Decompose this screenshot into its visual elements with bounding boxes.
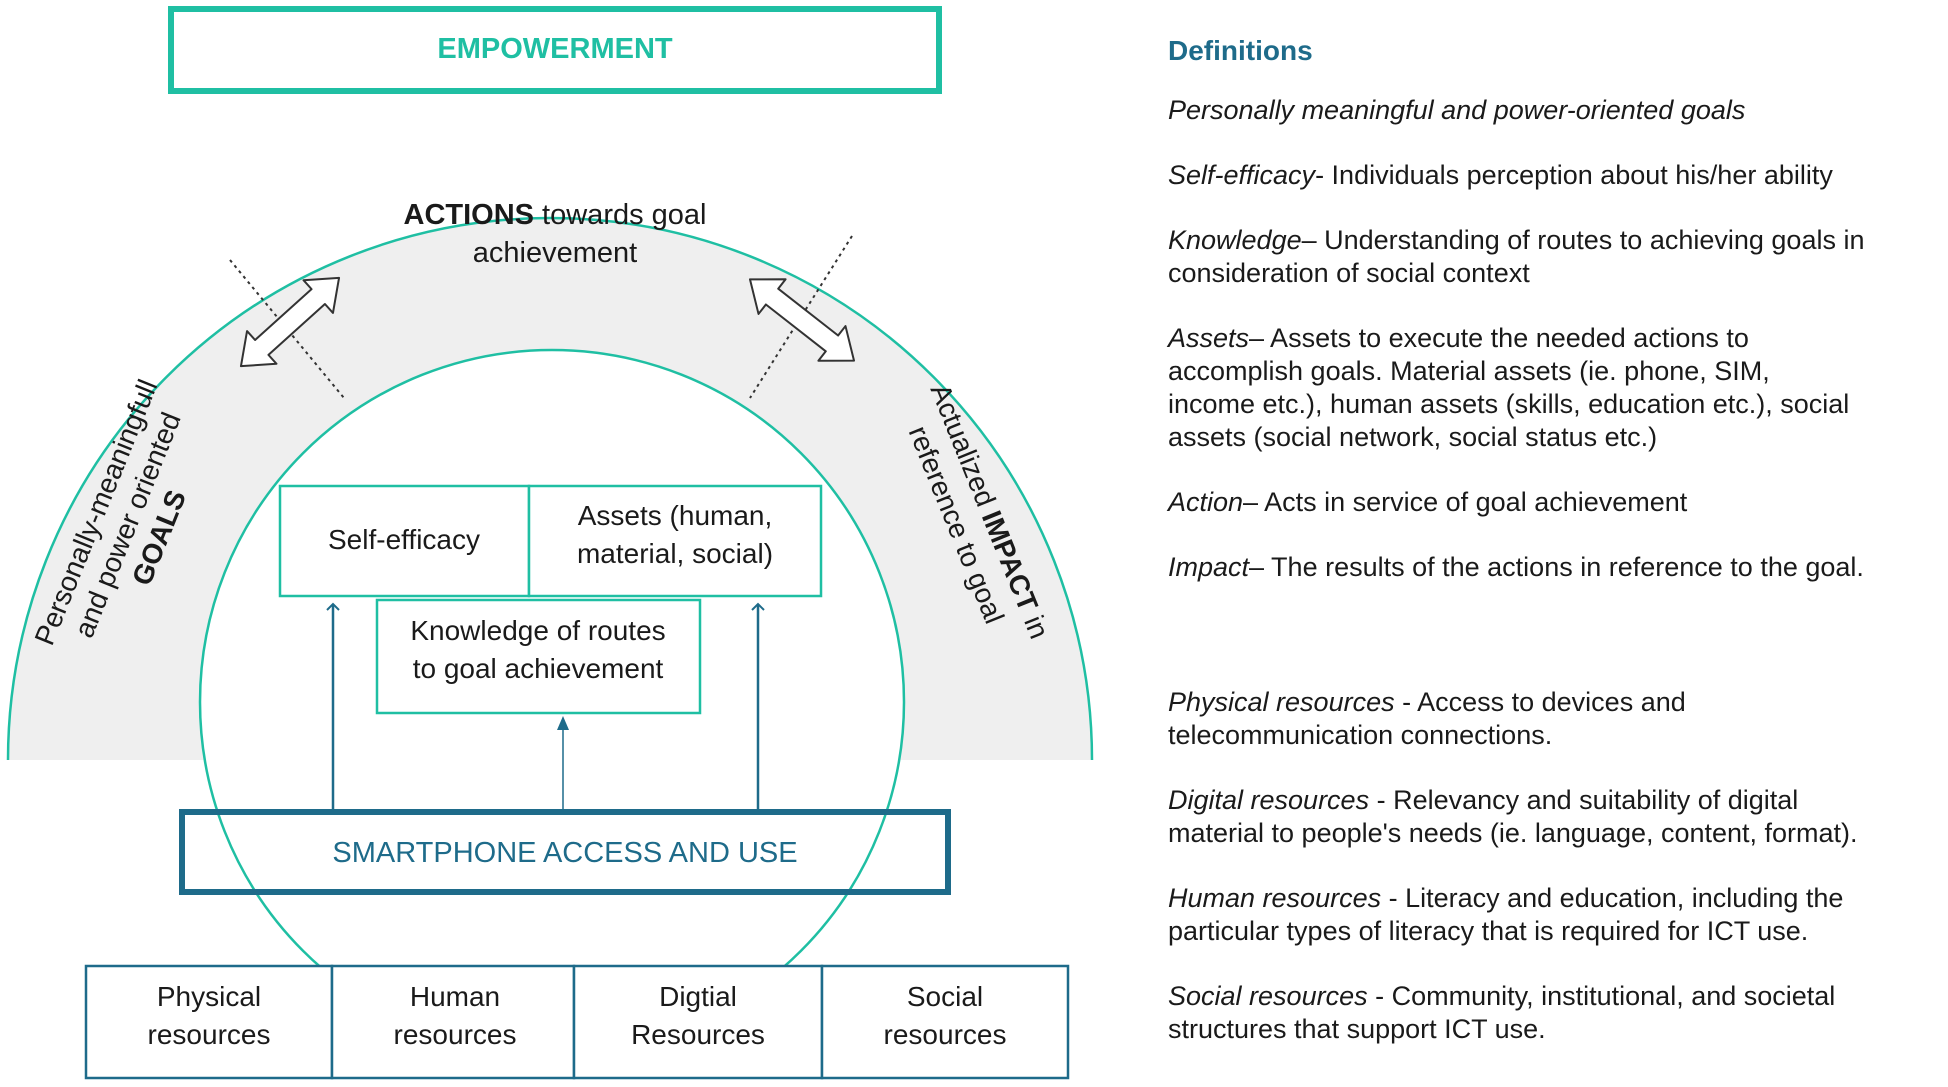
definition-text: - Literacy and education, including the [1381, 883, 1844, 913]
definition-impact: Impact– The results of the actions in re… [1168, 551, 1948, 584]
resource-box-human [330, 964, 576, 1080]
definition-action: Action– Acts in service of goal achievem… [1168, 486, 1948, 519]
smartphone-label: SMARTPHONE ACCESS AND USE [332, 837, 797, 869]
definition-term: Self-efficacy [1168, 160, 1316, 190]
definition-term: Action [1168, 487, 1244, 517]
definition-assets: Assets– Assets to execute the needed act… [1168, 322, 1948, 454]
resource-human-line1: Human [410, 981, 500, 1012]
definition-knowledge: Knowledge– Understanding of routes to ac… [1168, 224, 1948, 290]
left-double-arrow-icon [239, 276, 341, 368]
definition-text: – The results of the actions in referenc… [1249, 552, 1864, 582]
resources-row: Physical resources Human resources Digti… [84, 964, 1070, 1080]
resource-human-line2: resources [394, 1019, 517, 1050]
definition-text: – Assets to execute the needed actions t… [1249, 323, 1749, 353]
definition-goals: Personally meaningful and power-oriented… [1168, 94, 1948, 127]
definition-self-efficacy: Self-efficacy- Individuals perception ab… [1168, 159, 1948, 192]
definition-term: Impact [1168, 552, 1250, 582]
definition-text: - Relevancy and suitability of digital [1369, 785, 1799, 815]
definition-term: Physical resources [1168, 687, 1395, 717]
definition-text: structures that support ICT use. [1168, 1014, 1546, 1044]
left-dotted-connector [229, 259, 345, 399]
definition-term: Digital resources [1168, 785, 1370, 815]
definition-text: - Community, institutional, and societal [1367, 981, 1836, 1011]
definition-term: Knowledge [1168, 225, 1302, 255]
definition-text: assets (social network, social status et… [1168, 422, 1658, 452]
outer-arc-line [6, 216, 1094, 761]
knowledge-line1: Knowledge of routes [410, 615, 665, 646]
resource-digital-line2: Resources [631, 1019, 765, 1050]
definition-text: - Individuals perception about his/her a… [1315, 160, 1833, 190]
definition-text: telecommunication connections. [1168, 720, 1553, 750]
resource-box-social [820, 964, 1070, 1080]
assets-line2: material, social) [577, 538, 773, 569]
assets-box [527, 484, 823, 598]
definition-text: material to people's needs (ie. language… [1168, 818, 1858, 848]
arrow-to-knowledge-head [557, 716, 569, 730]
resource-physical-line1: Physical [157, 981, 261, 1012]
definition-physical-resources: Physical resources - Access to devices a… [1168, 686, 1948, 752]
definitions-heading: Definitions [1168, 35, 1313, 66]
actions-label-line2: achievement [473, 237, 637, 269]
self-efficacy-box [278, 484, 531, 598]
assets-line1: Assets (human, [578, 500, 773, 531]
knowledge-box [375, 598, 702, 715]
self-efficacy-label: Self-efficacy [328, 524, 480, 555]
definition-text: particular types of literacy that is req… [1168, 916, 1809, 946]
definition-human-resources: Human resources - Literacy and education… [1168, 882, 1948, 948]
actions-label: ACTIONS towards goal [404, 199, 707, 231]
definition-social-resources: Social resources - Community, institutio… [1168, 980, 1948, 1046]
resource-digital-line1: Digtial [659, 981, 737, 1012]
definitions-panel: Definitions Personally meaningful and po… [1168, 34, 1948, 1078]
definition-term: Social resources [1168, 981, 1368, 1011]
resource-physical-line2: resources [148, 1019, 271, 1050]
smartphone-box [179, 809, 951, 895]
definition-text: consideration of social context [1168, 258, 1530, 288]
empowerment-label: EMPOWERMENT [437, 33, 673, 65]
resource-social-line2: resources [884, 1019, 1007, 1050]
knowledge-line2: to goal achievement [413, 653, 664, 684]
definition-text: – Understanding of routes to achieving g… [1301, 225, 1865, 255]
actions-rest: towards goal [534, 199, 707, 231]
resource-box-digital [572, 964, 824, 1080]
definition-term: Human resources [1168, 883, 1382, 913]
definition-text: - Access to devices and [1394, 687, 1686, 717]
definition-text: – Acts in service of goal achievement [1243, 487, 1688, 517]
empowerment-box [168, 6, 942, 94]
actions-bold: ACTIONS [404, 199, 535, 231]
definition-term: Assets [1168, 323, 1250, 353]
definition-digital-resources: Digital resources - Relevancy and suitab… [1168, 784, 1948, 850]
definition-term: Personally meaningful and power-oriented… [1168, 95, 1746, 125]
resource-box-physical [84, 964, 334, 1080]
resource-social-line1: Social [907, 981, 983, 1012]
definition-text: income etc.), human assets (skills, educ… [1168, 389, 1850, 419]
definition-text: accomplish goals. Material assets (ie. p… [1168, 356, 1770, 386]
empowerment-framework-diagram: EMPOWERMENT ACTIONS towards goal achieve… [6, 6, 1094, 1080]
right-double-arrow-icon [748, 278, 856, 362]
